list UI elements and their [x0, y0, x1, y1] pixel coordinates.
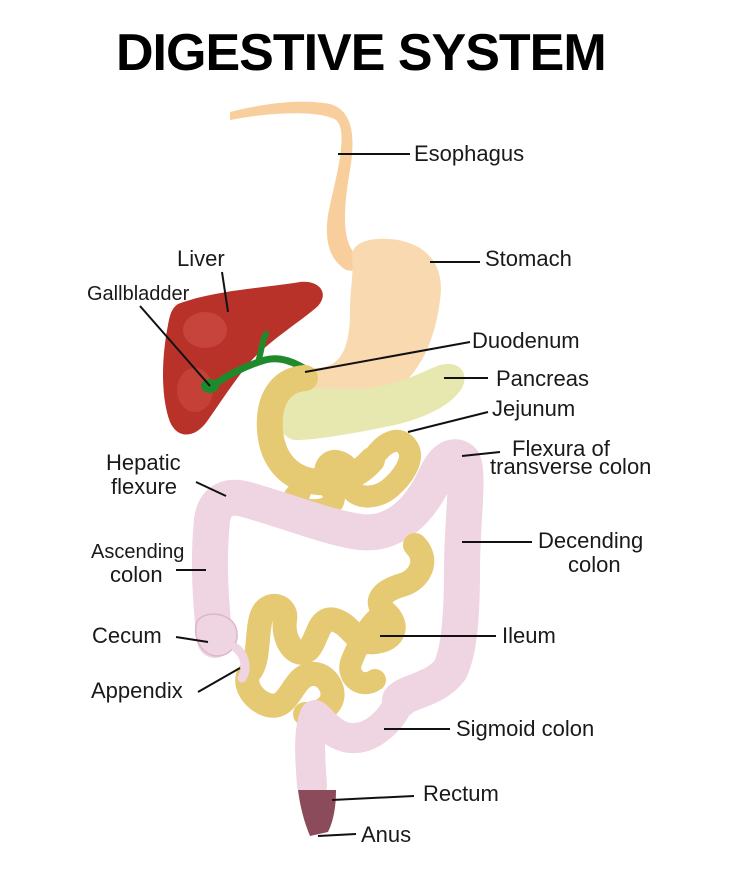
- label-descending-line1: Decending: [538, 528, 643, 553]
- leader-hepatic: [195, 481, 227, 497]
- label-stomach: Stomach: [485, 246, 572, 271]
- leader-cecum: [175, 636, 209, 643]
- label-descending-line2: colon: [568, 552, 621, 577]
- leader-gallbladder: [139, 305, 211, 387]
- label-flexura-line2: transverse colon: [490, 454, 651, 479]
- bile-duct: [206, 355, 314, 392]
- appendix: [231, 643, 250, 683]
- ileum: [339, 601, 396, 695]
- label-sigmoid: Sigmoid colon: [456, 716, 594, 741]
- label-pancreas: Pancreas: [496, 366, 589, 391]
- label-esophagus: Esophagus: [414, 141, 524, 166]
- label-anus: Anus: [361, 822, 411, 847]
- label-rectum: Rectum: [423, 781, 499, 806]
- colon: [191, 439, 484, 718]
- label-appendix: Appendix: [91, 678, 183, 703]
- label-duodenum: Duodenum: [472, 328, 580, 353]
- leader-duodenum: [304, 341, 471, 373]
- label-liver: Liver: [177, 246, 225, 271]
- esophagus: [230, 101, 360, 272]
- label-hepatic-line1: Hepatic: [106, 450, 181, 475]
- label-flexura-line1: Flexura of: [512, 436, 611, 461]
- leader-liver: [221, 271, 229, 313]
- leader-appendix: [197, 667, 241, 693]
- label-gallbladder: Gallbladder: [87, 283, 190, 305]
- label-ascending-line2: colon: [110, 562, 163, 587]
- label-ileum: Ileum: [502, 623, 556, 648]
- leader-jejunum: [407, 411, 489, 433]
- label-cecum: Cecum: [92, 623, 162, 648]
- label-hepatic-line2: flexure: [111, 474, 177, 499]
- bile-duct: [255, 331, 269, 365]
- label-jejunum: Jejunum: [492, 396, 575, 421]
- label-ascending-line1: Ascending: [91, 541, 184, 563]
- leader-anus: [317, 833, 357, 837]
- stomach: [295, 238, 441, 404]
- leader-rectum: [331, 795, 415, 801]
- page-title: DIGESTIVE SYSTEM: [116, 24, 606, 82]
- liver-highlight: [183, 312, 227, 348]
- sigmoid-colon: [295, 685, 415, 800]
- rectum: [298, 790, 336, 836]
- leader-flexura: [461, 451, 501, 457]
- pancreas: [275, 363, 465, 440]
